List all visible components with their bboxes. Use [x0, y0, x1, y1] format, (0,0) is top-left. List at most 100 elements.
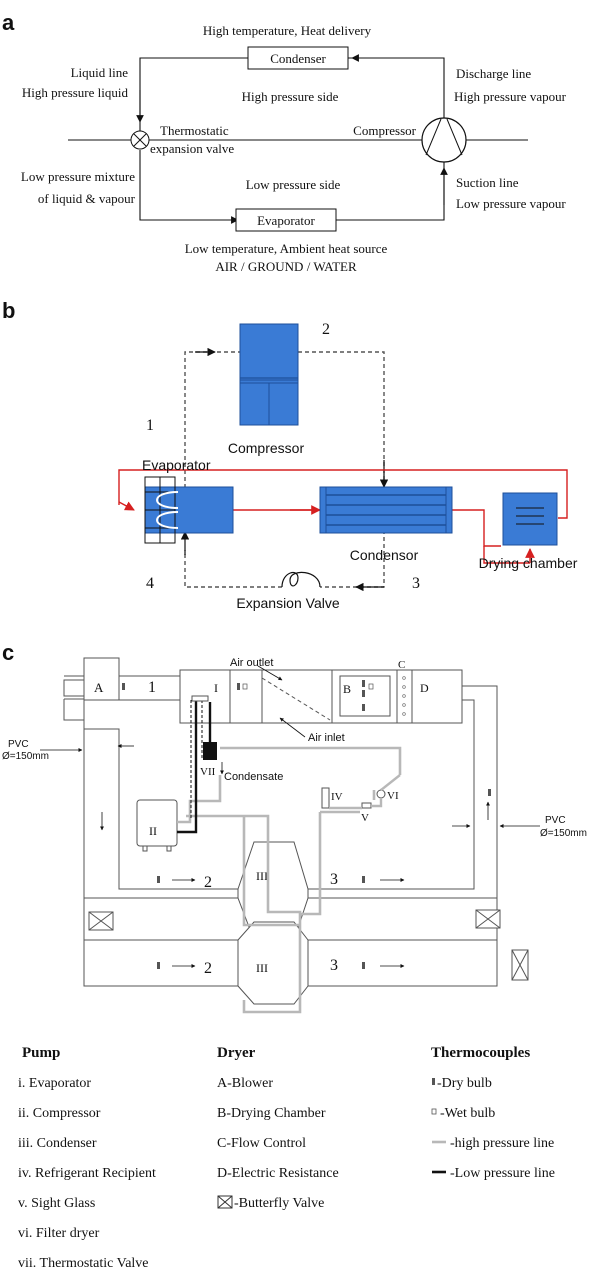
lp-mix-label-1: Low pressure mixture	[21, 169, 135, 184]
blower-shaft	[63, 679, 85, 697]
pvc-right-2: Ø=150mm	[540, 828, 587, 839]
legend-pump-item: i. Evaporator	[18, 1076, 91, 1091]
legend: Pump i. Evaporator ii. Compressor iii. C…	[18, 1045, 555, 1271]
lp-side-label: Low pressure side	[246, 177, 341, 192]
discharge-label: Discharge line	[456, 66, 531, 81]
label-vi: VI	[387, 790, 399, 802]
legend-dryer-item: C-Flow Control	[217, 1136, 306, 1151]
liquid-line-label: Liquid line	[71, 65, 129, 80]
legend-pump-item: vii. Thermostatic Valve	[18, 1256, 149, 1271]
drying-chamber-unit	[502, 492, 558, 546]
legend-dryer-item: A-Blower	[217, 1076, 273, 1091]
lp-vapour-label: Low pressure vapour	[456, 196, 566, 211]
legend-dryer-item: -Butterfly Valve	[234, 1196, 324, 1211]
label-two-b: 2	[204, 960, 212, 977]
bottom-label-1: Low temperature, Ambient heat source	[185, 241, 388, 256]
pvc-right-1: PVC	[545, 815, 566, 826]
legend-pump-item: iii. Condenser	[18, 1136, 97, 1151]
dryer-box	[179, 669, 463, 724]
label-ii: II	[149, 824, 157, 838]
panel-a-letter: a	[2, 10, 15, 35]
panel-c-letter: c	[2, 640, 14, 665]
number-1: 1	[146, 417, 154, 434]
label-two-a: 2	[204, 874, 212, 891]
lp-mix-label-2: of liquid & vapour	[38, 191, 136, 206]
butterfly-valve-right	[475, 909, 501, 929]
label-iii-top: III	[256, 869, 268, 883]
panel-c: c A B C D I 1 Air outlet Air inlet	[2, 640, 587, 1014]
filter-dryer-vi	[376, 789, 386, 799]
pvc-left-2: Ø=150mm	[2, 751, 49, 762]
expansion-valve-icon	[281, 571, 321, 588]
legend-pump-item: vi. Filter dryer	[18, 1226, 100, 1241]
expansion-valve-icon	[130, 130, 150, 150]
panel-b-letter: b	[2, 298, 15, 323]
label-a: A	[94, 680, 104, 695]
condensor-unit	[319, 486, 453, 534]
panel-a: a Condenser Evaporator High temperature,…	[2, 10, 567, 274]
compressor-label-b: Compressor	[228, 440, 305, 456]
legend-thermo-item: -Low pressure line	[450, 1166, 555, 1181]
label-iii-bottom: III	[256, 961, 268, 975]
high-pressure-line	[177, 746, 402, 1014]
label-one: 1	[148, 679, 156, 696]
butterfly-valve-left	[88, 911, 114, 931]
label-iv: IV	[331, 791, 343, 803]
legend-pump-item: v. Sight Glass	[18, 1196, 95, 1211]
compressor-icon	[421, 117, 467, 163]
legend-dryer-item: D-Electric Resistance	[217, 1166, 339, 1181]
sight-glass-v	[361, 802, 372, 809]
condensate-label: Condensate	[224, 771, 283, 783]
legend-pump-title: Pump	[22, 1045, 60, 1061]
condenser-label: Condenser	[270, 51, 326, 66]
label-v: V	[361, 812, 369, 824]
butterfly-valve-icon	[217, 1195, 233, 1209]
label-vii: VII	[200, 766, 216, 778]
thermo-label-1: Thermostatic	[160, 123, 229, 138]
label-c: C	[398, 659, 405, 671]
legend-thermo-title: Thermocouples	[431, 1045, 530, 1061]
hp-side-label: High pressure side	[242, 89, 339, 104]
dry-bulb-icon	[432, 1078, 435, 1085]
dashed-refrigerant-loop	[184, 351, 385, 588]
legend-thermo-item: -Dry bulb	[437, 1076, 492, 1091]
red-arrow-evap-in	[118, 501, 135, 511]
legend-dryer-title: Dryer	[217, 1045, 256, 1061]
legend-pump-item: iv. Refrigerant Recipient	[18, 1166, 156, 1181]
legend-pump-item: ii. Compressor	[18, 1106, 101, 1121]
compressor-unit	[239, 323, 299, 426]
hp-liquid-label: High pressure liquid	[22, 85, 129, 100]
evaporator-label: Evaporator	[257, 213, 315, 228]
label-three-b: 3	[330, 957, 338, 974]
blower-a	[83, 657, 120, 701]
evaporator-box	[235, 208, 337, 232]
legend-dryer-item: B-Drying Chamber	[217, 1106, 326, 1121]
red-to-chamber	[483, 546, 530, 564]
cycle-loop	[139, 57, 445, 221]
label-b: B	[343, 682, 351, 696]
recipient-iv	[321, 787, 330, 809]
compressor-label-a: Compressor	[353, 123, 417, 138]
label-i: I	[214, 681, 218, 695]
evaporator-unit	[144, 476, 234, 544]
evaporator-label-b: Evaporator	[142, 457, 211, 473]
top-label: High temperature, Heat delivery	[203, 23, 372, 38]
compressor-ii	[136, 799, 178, 852]
dryer-diagonal	[261, 677, 331, 721]
condensor-label-b: Condensor	[350, 547, 419, 563]
bottom-label-2: AIR / GROUND / WATER	[215, 259, 357, 274]
wet-bulb-icon	[431, 1108, 437, 1115]
low-pressure-dashed	[190, 700, 203, 820]
dry-bulb-markers	[122, 680, 491, 969]
thermostatic-valve-vii	[203, 742, 217, 760]
butterfly-valve-bottom	[511, 949, 529, 981]
number-3: 3	[412, 575, 420, 592]
air-outlet-label: Air outlet	[230, 657, 273, 669]
thermo-label-2: expansion valve	[150, 141, 234, 156]
drying-chamber-label: Drying chamber	[479, 555, 578, 571]
condenser-box	[247, 46, 349, 70]
legend-thermo-item: -Wet bulb	[440, 1106, 495, 1121]
air-inlet-label: Air inlet	[308, 732, 345, 744]
number-4: 4	[146, 575, 154, 592]
